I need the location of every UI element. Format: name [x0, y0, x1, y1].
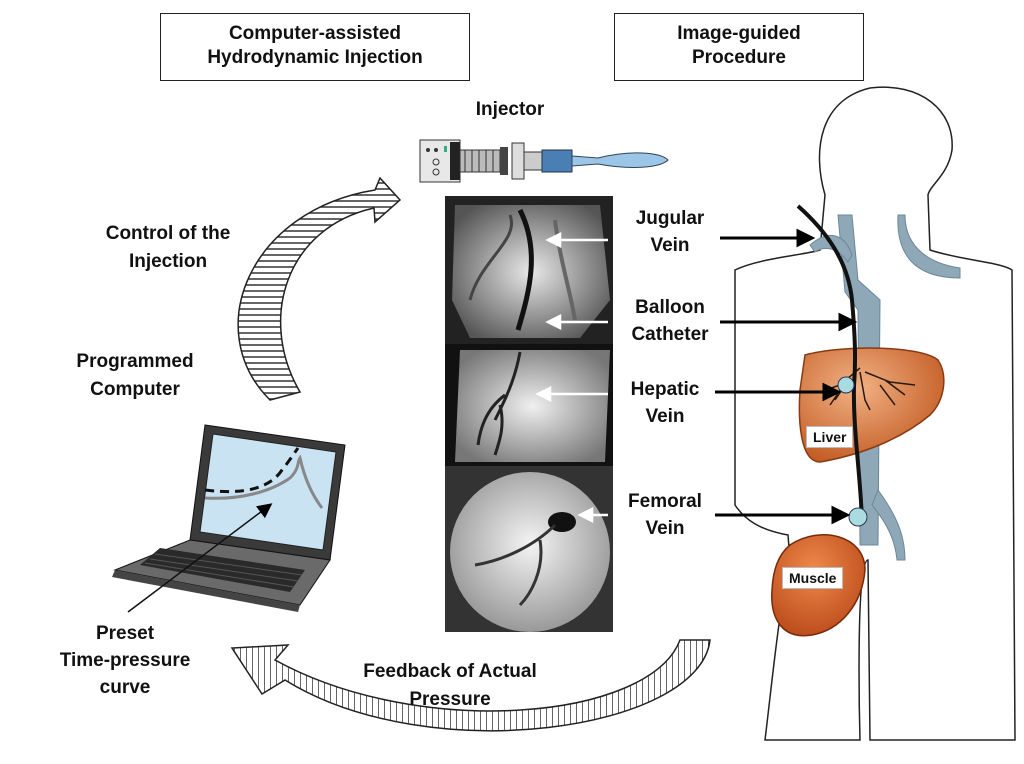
injector-device	[419, 139, 669, 183]
balloon-line2: Catheter	[631, 324, 709, 345]
balloon-label: Balloon Catheter	[620, 296, 720, 347]
preset-line3: curve	[99, 677, 151, 698]
catheter	[796, 204, 864, 521]
feedback-label: Feedback of Actual Pressure	[325, 660, 575, 712]
header-right-line2: Procedure	[692, 47, 786, 68]
balloon-line1: Balloon	[635, 297, 705, 318]
control-label: Control of the Injection	[68, 222, 268, 274]
liver-label: Liver	[806, 426, 854, 448]
balloon-hepatic	[837, 376, 855, 394]
computer-line1: Programmed	[76, 351, 194, 372]
preset-pointer	[127, 503, 273, 613]
time-pressure-curve	[204, 454, 324, 509]
preset-line1: Preset	[95, 623, 155, 644]
femoral-line2: Vein	[645, 518, 685, 539]
feedback-arrow	[230, 639, 711, 732]
jugular-line2: Vein	[650, 235, 690, 256]
header-right-box: Image-guided Procedure	[614, 13, 864, 81]
feedback-line2: Pressure	[409, 689, 491, 710]
femoral-label: Femoral Vein	[615, 490, 715, 541]
muscle-label: Muscle	[782, 567, 844, 589]
control-line1: Control of the	[105, 223, 231, 244]
computer-label: Programmed Computer	[45, 350, 225, 402]
body-outline	[734, 86, 1016, 741]
hepatic-line2: Vein	[645, 406, 685, 427]
xray-panels	[445, 196, 613, 632]
control-arrow	[237, 176, 402, 401]
feedback-line1: Feedback of Actual	[363, 661, 537, 682]
preset-line2: Time-pressure	[59, 650, 191, 671]
header-left-line2: Hydrodynamic Injection	[207, 47, 423, 68]
laptop	[112, 424, 346, 612]
body-pointers	[715, 228, 858, 525]
xray-pointers	[535, 231, 608, 524]
computer-line2: Computer	[90, 379, 180, 400]
preset-curve	[204, 447, 300, 494]
femoral-line1: Femoral	[628, 491, 702, 512]
injector-label: Injector	[475, 99, 545, 120]
balloon-femoral	[848, 507, 868, 527]
jugular-line1: Jugular	[635, 208, 705, 229]
control-line2: Injection	[128, 251, 208, 272]
preset-label: Preset Time-pressure curve	[40, 622, 210, 700]
hepatic-label: Hepatic Vein	[615, 378, 715, 429]
header-left-line1: Computer-assisted	[228, 23, 402, 44]
hepatic-line1: Hepatic	[630, 379, 700, 400]
header-right-line1: Image-guided	[677, 23, 801, 44]
jugular-label: Jugular Vein	[620, 207, 720, 258]
header-left-box: Computer-assisted Hydrodynamic Injection	[160, 13, 470, 81]
